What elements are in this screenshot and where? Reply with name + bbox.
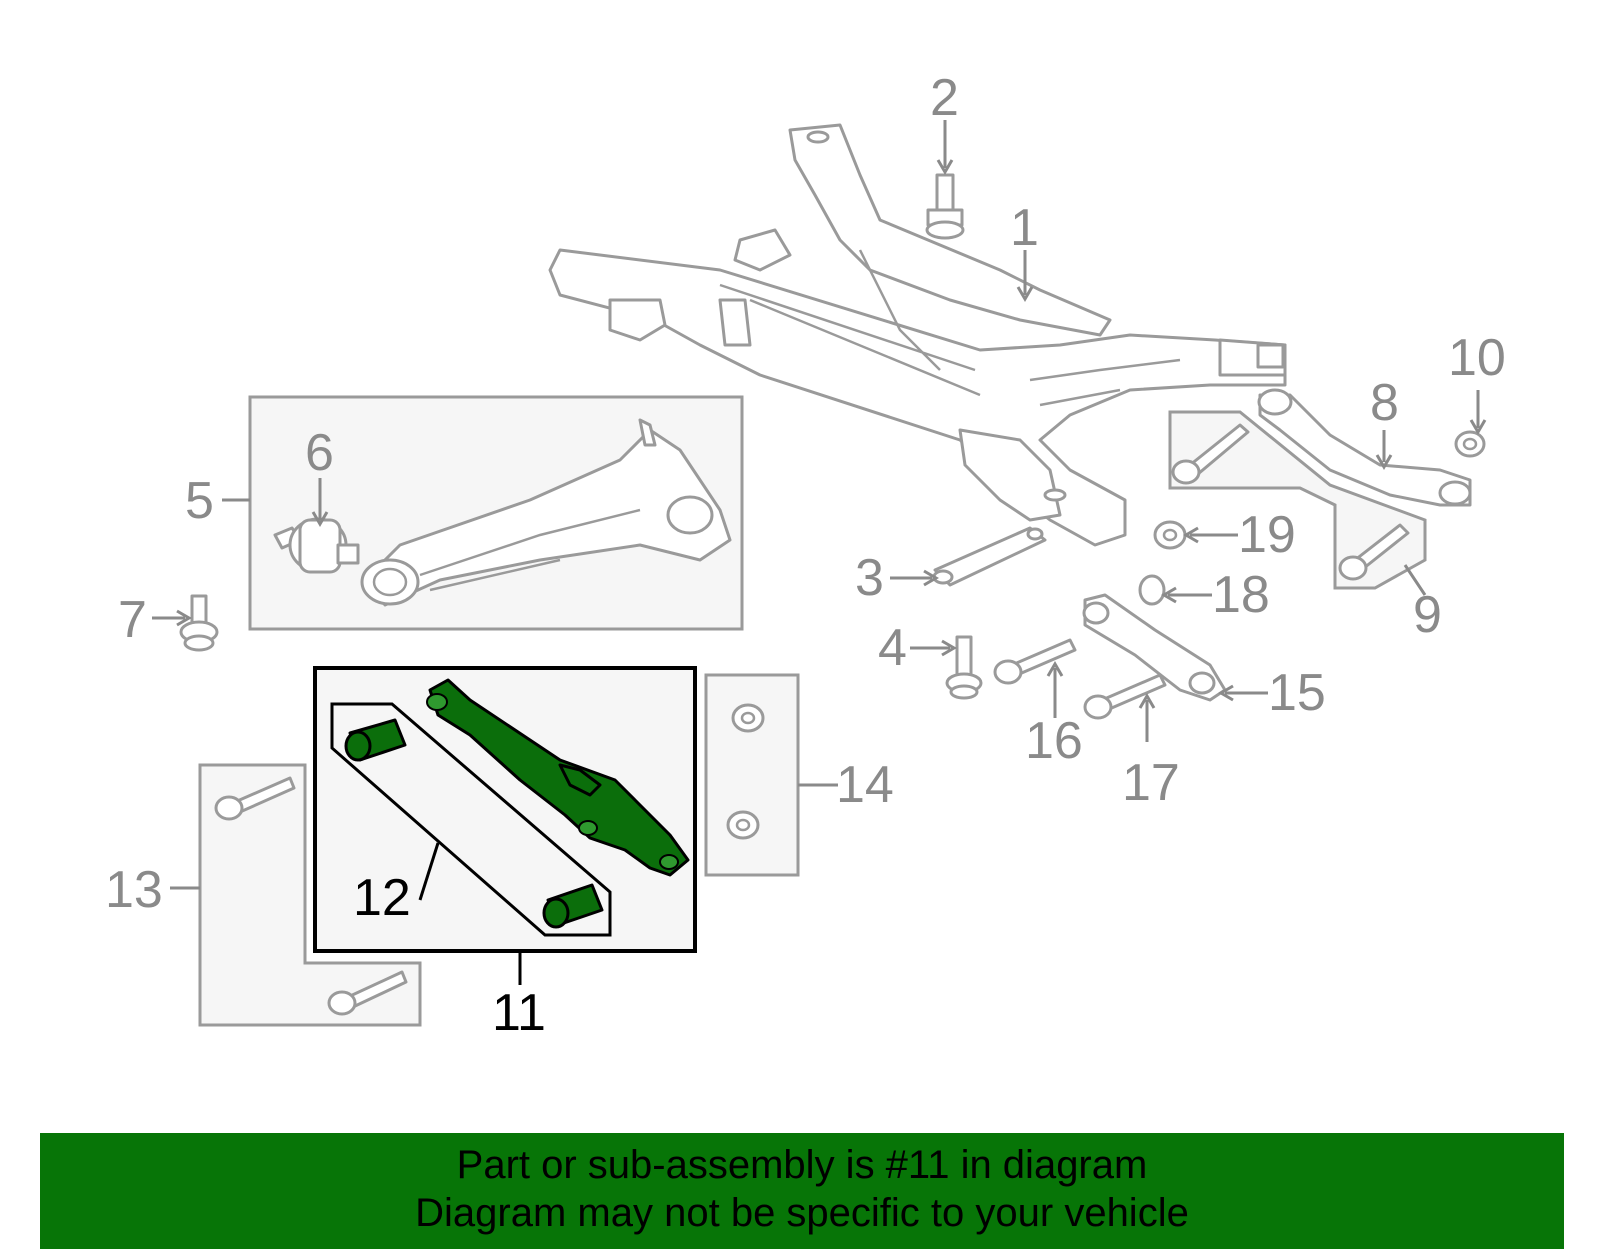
part-9-bolts[interactable]	[1171, 423, 1410, 581]
callout-2[interactable]: 2	[930, 69, 959, 127]
info-banner: Part or sub-assembly is #11 in diagram D…	[40, 1133, 1564, 1249]
callout-18[interactable]: 18	[1212, 566, 1270, 624]
callout-12[interactable]: 12	[353, 869, 411, 927]
part-5-trailing-arm[interactable]	[360, 418, 732, 607]
callout-16[interactable]: 16	[1025, 712, 1083, 770]
part-1-subframe[interactable]	[548, 123, 1287, 547]
callout-10[interactable]: 10	[1448, 329, 1506, 387]
part-8-lateral-link[interactable]	[1257, 388, 1472, 507]
callout-9[interactable]: 9	[1413, 586, 1442, 644]
banner-line-2: Diagram may not be specific to your vehi…	[415, 1191, 1189, 1235]
part-17-bolt[interactable]	[1083, 673, 1167, 720]
callout-11[interactable]: 11	[492, 984, 546, 1042]
part-6-bushing[interactable]	[273, 517, 360, 574]
callout-8[interactable]: 8	[1370, 374, 1399, 432]
callout-7[interactable]: 7	[118, 591, 147, 649]
part-18-washer[interactable]	[1138, 574, 1166, 606]
part-14-nuts[interactable]	[726, 703, 765, 840]
callout-5[interactable]: 5	[185, 472, 214, 530]
callout-1[interactable]: 1	[1010, 199, 1039, 257]
callouts: 1 2 3 4 5 6 7 8 9 10 11 12 13 14 15 16 1…	[105, 69, 1506, 1042]
parts-diagram: 1 2 3 4 5 6 7 8 9 10 11 12 13 14 15 16 1…	[105, 69, 1506, 1042]
callout-6[interactable]: 6	[305, 424, 334, 482]
part-4-bolt[interactable]	[945, 635, 983, 700]
part-7-bolt[interactable]	[179, 594, 219, 652]
callout-17[interactable]: 17	[1122, 754, 1180, 812]
callout-3[interactable]: 3	[855, 549, 884, 607]
callout-13[interactable]: 13	[105, 861, 163, 919]
part-16-bolt[interactable]	[993, 638, 1077, 685]
part-15-link[interactable]	[1082, 593, 1227, 702]
callout-19[interactable]: 19	[1238, 506, 1296, 564]
group-box-9	[1168, 410, 1427, 590]
part-19-nut[interactable]	[1153, 520, 1187, 550]
part-13-bolts[interactable]	[214, 776, 408, 1016]
part-10-nut[interactable]	[1454, 430, 1486, 458]
part-2-bolt[interactable]	[925, 173, 965, 240]
part-11-lower-control-arm[interactable]	[426, 678, 690, 877]
banner-line-1: Part or sub-assembly is #11 in diagram	[456, 1143, 1148, 1187]
part-3-bracket[interactable]	[932, 526, 1047, 587]
group-box-12	[330, 702, 612, 937]
part-12-bushings[interactable]	[344, 718, 604, 929]
callout-15[interactable]: 15	[1268, 664, 1326, 722]
group-box-14	[704, 673, 800, 877]
callout-14[interactable]: 14	[836, 756, 894, 814]
callout-4[interactable]: 4	[878, 619, 907, 677]
leader-lines	[152, 120, 1487, 985]
group-box-13	[198, 763, 422, 1027]
